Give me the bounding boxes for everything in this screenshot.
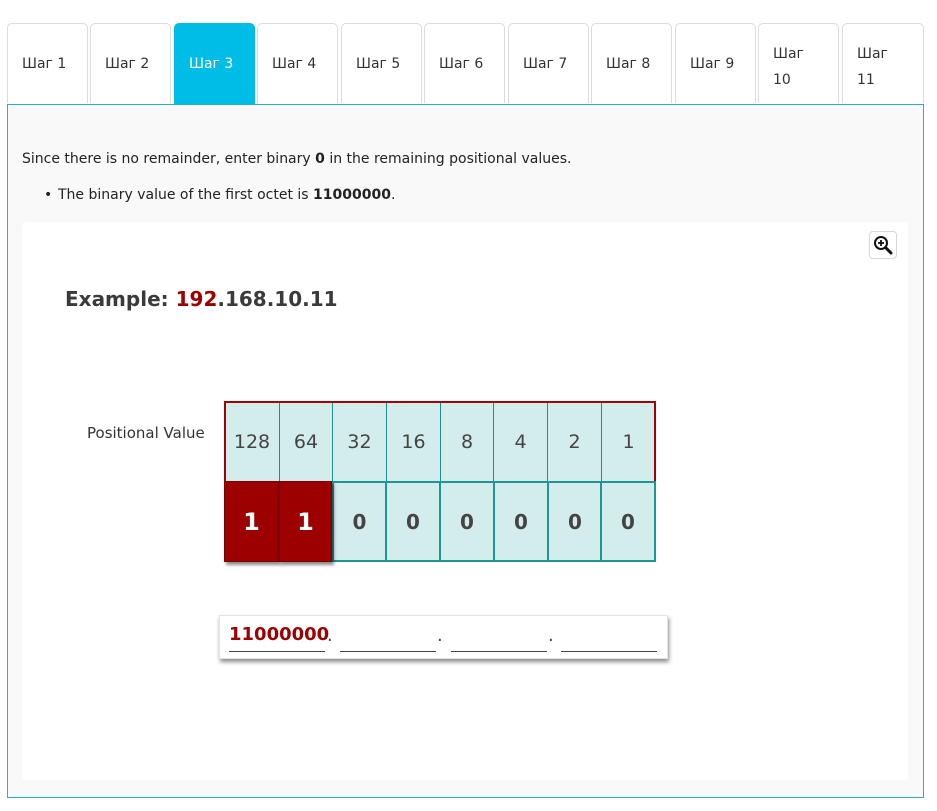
example-first-octet: 192 xyxy=(175,287,218,311)
tab-label: Шаг 5 xyxy=(356,56,401,72)
octet-underline xyxy=(229,651,325,652)
tab-label: Шаг 8 xyxy=(606,56,651,72)
zoom-in-icon xyxy=(874,236,893,255)
step-tabs: Шаг 1 Шаг 2 Шаг 3 Шаг 4 Шаг 5 Шаг 6 Шаг … xyxy=(7,23,924,105)
tab-step-1[interactable]: Шаг 1 xyxy=(7,23,88,103)
positional-value-cell: 1 xyxy=(601,401,656,483)
tab-label: Шаг 1 xyxy=(22,56,67,72)
tab-step-10[interactable]: Шаг 10 xyxy=(758,23,839,103)
bit-cell-set: 1 xyxy=(224,481,279,562)
tab-label: Шаг 4 xyxy=(272,56,317,72)
tab-step-5[interactable]: Шаг 5 xyxy=(341,23,422,103)
octet-separator: . xyxy=(327,625,333,646)
tab-label: Шаг 10 xyxy=(773,46,804,88)
octet-underline xyxy=(561,651,657,652)
bit-cell: 0 xyxy=(493,481,549,562)
positional-value-cell: 128 xyxy=(224,401,280,483)
tab-step-11[interactable]: Шаг 11 xyxy=(842,23,924,103)
bit-cell: 0 xyxy=(385,481,441,562)
bit-cell: 0 xyxy=(600,481,656,562)
tab-label: Шаг 11 xyxy=(857,46,888,88)
tab-step-9[interactable]: Шаг 9 xyxy=(675,23,756,103)
tab-label: Шаг 2 xyxy=(105,56,150,72)
tab-step-7[interactable]: Шаг 7 xyxy=(508,23,589,103)
positional-value-cell: 16 xyxy=(386,401,441,483)
tab-step-4[interactable]: Шаг 4 xyxy=(257,23,338,103)
tab-label: Шаг 3 xyxy=(189,56,234,72)
tab-label: Шаг 7 xyxy=(523,56,568,72)
positional-value-cell: 32 xyxy=(332,401,387,483)
octet-underline xyxy=(340,651,436,652)
instruction-bold: 0 xyxy=(315,151,325,167)
tab-label: Шаг 9 xyxy=(690,56,735,72)
octet-separator: . xyxy=(548,625,554,646)
positional-value-label: Positional Value xyxy=(87,424,205,442)
bullet-dot-icon: • xyxy=(44,187,53,203)
octet-underline xyxy=(451,651,547,652)
positional-value-cell: 2 xyxy=(547,401,602,483)
bit-cell: 0 xyxy=(547,481,603,562)
tab-step-8[interactable]: Шаг 8 xyxy=(591,23,672,103)
bit-cell-set: 1 xyxy=(279,481,332,562)
bit-cell: 0 xyxy=(439,481,495,562)
tab-step-6[interactable]: Шаг 6 xyxy=(424,23,505,103)
bullet-bold: 11000000 xyxy=(313,187,391,203)
instruction-text: Since there is no remainder, enter binar… xyxy=(22,151,572,167)
example-heading: Example: 192.168.10.11 xyxy=(65,287,338,311)
zoom-in-button[interactable] xyxy=(869,231,897,259)
result-bullet: •The binary value of the first octet is … xyxy=(44,187,396,203)
tab-step-2[interactable]: Шаг 2 xyxy=(90,23,171,103)
tab-label: Шаг 6 xyxy=(439,56,484,72)
positional-value-cell: 4 xyxy=(493,401,548,483)
positional-value-cell: 64 xyxy=(279,401,333,483)
octet-separator: . xyxy=(437,625,443,646)
tab-step-3[interactable]: Шаг 3 xyxy=(174,23,255,105)
positional-value-cell: 8 xyxy=(440,401,494,483)
bit-cell: 0 xyxy=(332,481,387,562)
result-first-octet: 11000000 xyxy=(229,624,330,645)
